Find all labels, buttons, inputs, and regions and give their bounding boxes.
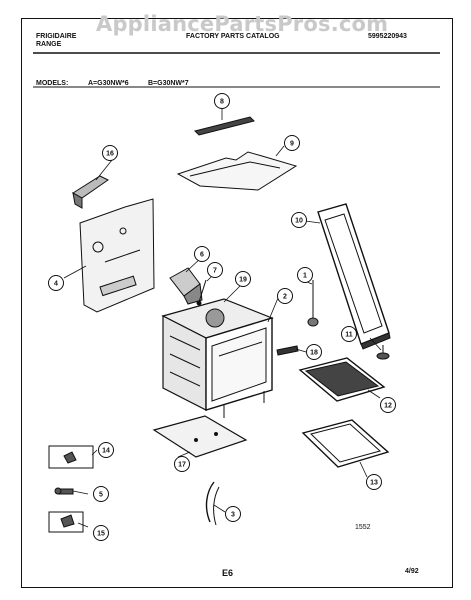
part-17-bottom-panel bbox=[152, 415, 248, 458]
part-18-orifice bbox=[276, 345, 299, 356]
callout-circle bbox=[93, 525, 109, 541]
callout-number: 15 bbox=[97, 531, 105, 538]
part-6-burner bbox=[169, 267, 203, 305]
callout-number: 1 bbox=[303, 273, 307, 280]
part-15-fastener-box bbox=[48, 511, 84, 533]
callout-2: 2 bbox=[277, 288, 293, 304]
callout-number: 10 bbox=[295, 218, 303, 225]
callout-circle bbox=[48, 275, 64, 291]
callout-number: 5 bbox=[99, 492, 103, 499]
part-9-top-panel bbox=[176, 151, 298, 191]
callout-circle bbox=[341, 326, 357, 342]
model-b: B=G30NW*7 bbox=[148, 80, 189, 87]
callout-7: 7 bbox=[207, 262, 223, 278]
callout-13: 13 bbox=[366, 474, 382, 490]
callout-circle bbox=[194, 246, 210, 262]
part-4-rear-panel bbox=[79, 198, 155, 313]
callout-6: 6 bbox=[194, 246, 210, 262]
callout-15: 15 bbox=[93, 525, 109, 541]
callout-number: 12 bbox=[384, 403, 392, 410]
catalog-page-frame bbox=[21, 18, 453, 588]
header-product: RANGE bbox=[36, 41, 62, 48]
part-1-valve bbox=[307, 280, 319, 327]
header-brand: FRIGIDAIRE bbox=[36, 33, 77, 40]
part-13-broiler-pan bbox=[301, 419, 390, 468]
callout-18: 18 bbox=[306, 344, 322, 360]
header-catalog-number: 5995220943 bbox=[368, 33, 407, 40]
models-label: MODELS: bbox=[36, 80, 69, 87]
callout-circle bbox=[235, 271, 251, 287]
callout-circle bbox=[93, 486, 109, 502]
callout-19: 19 bbox=[235, 271, 251, 287]
callout-number: 2 bbox=[283, 294, 287, 301]
part-5-screw bbox=[54, 487, 74, 495]
callout-17: 17 bbox=[174, 456, 190, 472]
callout-number: 4 bbox=[54, 281, 58, 288]
callout-number: 14 bbox=[102, 448, 110, 455]
callout-14: 14 bbox=[98, 442, 114, 458]
callout-number: 7 bbox=[213, 268, 217, 275]
header-catalog: FACTORY PARTS CATALOG bbox=[186, 33, 280, 40]
callout-number: 11 bbox=[345, 332, 353, 339]
part-16-bracket bbox=[72, 175, 109, 209]
callout-circle bbox=[214, 93, 230, 109]
part-14-clip-box bbox=[48, 445, 94, 469]
callout-1: 1 bbox=[297, 267, 313, 283]
callout-8: 8 bbox=[214, 93, 230, 109]
callout-number: 9 bbox=[290, 141, 294, 148]
callout-circle bbox=[98, 442, 114, 458]
callout-3: 3 bbox=[225, 506, 241, 522]
callout-number: 17 bbox=[178, 462, 186, 469]
callout-circle bbox=[366, 474, 382, 490]
part-11-knob bbox=[376, 345, 390, 360]
part-2-oven-body bbox=[161, 298, 274, 418]
callout-circle bbox=[297, 267, 313, 283]
callout-circle bbox=[225, 506, 241, 522]
page-date: 4/92 bbox=[405, 568, 419, 575]
callout-number: 6 bbox=[200, 252, 204, 259]
part-8-bar bbox=[194, 116, 255, 136]
callout-circle bbox=[174, 456, 190, 472]
callout-number: 8 bbox=[220, 99, 224, 106]
callout-4: 4 bbox=[48, 275, 64, 291]
callout-12: 12 bbox=[380, 397, 396, 413]
callout-5: 5 bbox=[93, 486, 109, 502]
callout-circle bbox=[306, 344, 322, 360]
callout-circle bbox=[380, 397, 396, 413]
callout-circle bbox=[102, 145, 118, 161]
page-number: E6 bbox=[222, 568, 234, 578]
part-12-oven-rack bbox=[298, 357, 386, 402]
callout-number: 3 bbox=[231, 512, 235, 519]
callout-11: 11 bbox=[341, 326, 357, 342]
part-7-igniter bbox=[196, 279, 207, 306]
callout-circle bbox=[284, 135, 300, 151]
callout-number: 16 bbox=[106, 151, 114, 158]
callout-circle bbox=[207, 262, 223, 278]
callout-16: 16 bbox=[102, 145, 118, 161]
model-a: A=G30NW*6 bbox=[88, 80, 129, 87]
part-10-door-frame bbox=[317, 203, 391, 350]
callout-number: 18 bbox=[310, 350, 318, 357]
callout-circle bbox=[277, 288, 293, 304]
figure-code: 1552 bbox=[355, 524, 371, 531]
watermark: AppliancePartsPros.com bbox=[96, 12, 389, 36]
callout-10: 10 bbox=[291, 212, 307, 228]
part-3-thermocouple bbox=[205, 481, 220, 526]
callout-9: 9 bbox=[284, 135, 300, 151]
callout-circle bbox=[291, 212, 307, 228]
callout-number: 13 bbox=[370, 480, 378, 487]
callout-number: 19 bbox=[239, 277, 247, 284]
